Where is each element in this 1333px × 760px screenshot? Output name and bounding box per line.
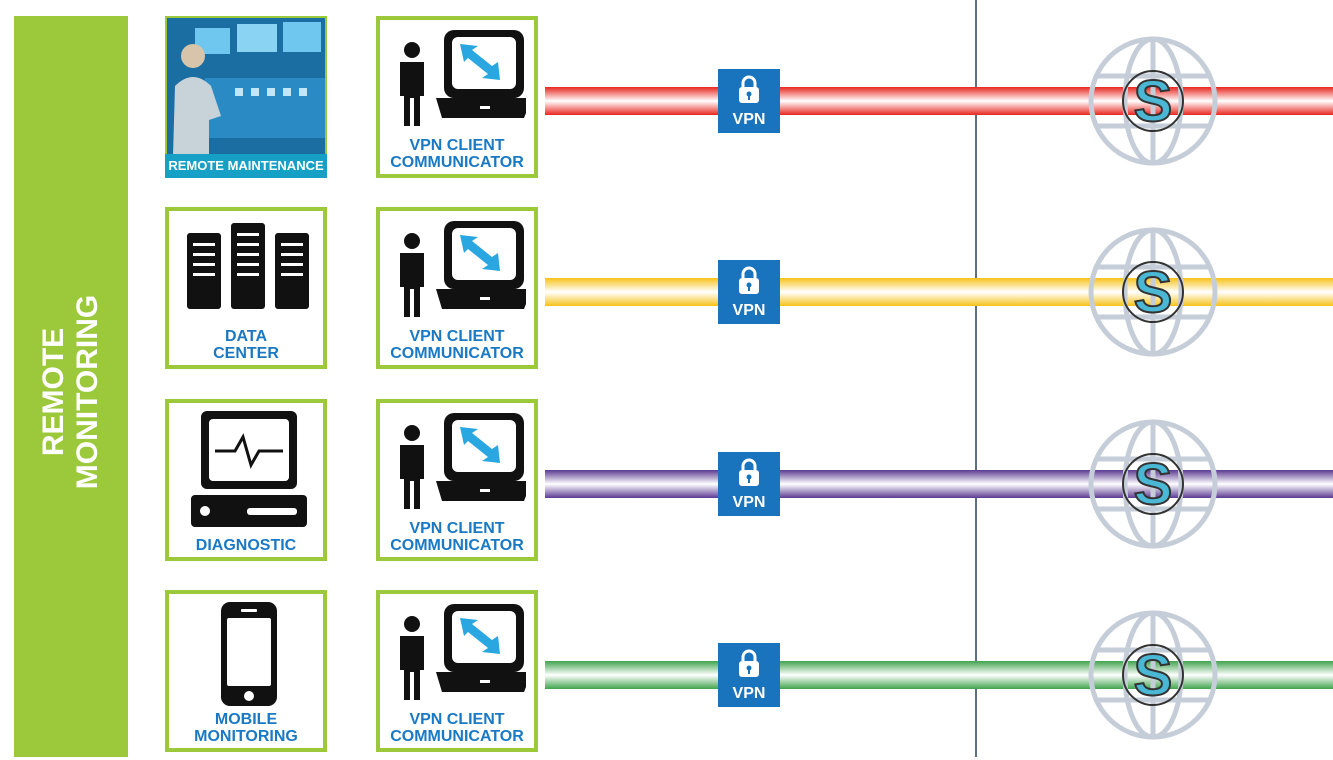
lock-icon xyxy=(738,649,760,679)
source-box: DIAGNOSTIC xyxy=(165,399,327,561)
vpn-client-icon xyxy=(396,26,526,136)
lock-icon xyxy=(738,458,760,488)
monitor-pulse-icon xyxy=(187,409,311,529)
source-label: DATA CENTER xyxy=(169,328,323,362)
vpn-label: VPN xyxy=(718,111,780,129)
svg-text:S: S xyxy=(1134,69,1173,134)
globe-icon: S xyxy=(1088,36,1218,166)
vpn-label: VPN xyxy=(718,685,780,703)
server-icon xyxy=(183,221,313,313)
client-label: VPN CLIENT COMMUNICATOR xyxy=(380,137,534,171)
vpn-badge: VPN xyxy=(718,452,780,516)
vpn-client-icon xyxy=(396,409,526,519)
vpn-client-box: VPN CLIENT COMMUNICATOR xyxy=(376,399,538,561)
vpn-badge: VPN xyxy=(718,69,780,133)
source-box: MOBILE MONITORING xyxy=(165,590,327,752)
smartphone-icon xyxy=(219,600,279,708)
client-label: VPN CLIENT COMMUNICATOR xyxy=(380,328,534,362)
lock-icon xyxy=(738,75,760,105)
client-label: VPN CLIENT COMMUNICATOR xyxy=(380,711,534,745)
svg-text:S: S xyxy=(1134,260,1173,325)
globe-icon: S xyxy=(1088,227,1218,357)
vpn-client-box: VPN CLIENT COMMUNICATOR xyxy=(376,590,538,752)
connection-row-1: REMOTE MAINTENANCE VPN CLIENT COMMUNICAT… xyxy=(0,16,1333,186)
vpn-badge: VPN xyxy=(718,643,780,707)
vpn-client-icon xyxy=(396,600,526,710)
source-label: REMOTE MAINTENANCE xyxy=(165,154,327,178)
source-label: DIAGNOSTIC xyxy=(169,537,323,554)
vpn-badge: VPN xyxy=(718,260,780,324)
vpn-client-icon xyxy=(396,217,526,327)
vpn-label: VPN xyxy=(718,494,780,512)
svg-text:S: S xyxy=(1134,643,1173,708)
connection-row-2: DATA CENTER VPN CLIENT COMMUNICATOR VPN xyxy=(0,207,1333,377)
source-label: MOBILE MONITORING xyxy=(169,711,323,745)
vpn-client-box: VPN CLIENT COMMUNICATOR xyxy=(376,16,538,178)
client-label: VPN CLIENT COMMUNICATOR xyxy=(380,520,534,554)
connection-row-4: MOBILE MONITORING VPN CLIENT COMMUNICATO… xyxy=(0,590,1333,760)
source-box: DATA CENTER xyxy=(165,207,327,369)
lock-icon xyxy=(738,266,760,296)
vpn-client-box: VPN CLIENT COMMUNICATOR xyxy=(376,207,538,369)
vpn-label: VPN xyxy=(718,302,780,320)
svg-text:S: S xyxy=(1134,452,1173,517)
source-box: REMOTE MAINTENANCE xyxy=(165,16,327,178)
connection-row-3: DIAGNOSTIC VPN CLIENT COMMUNICATOR VPN xyxy=(0,399,1333,569)
globe-icon: S xyxy=(1088,419,1218,549)
globe-icon: S xyxy=(1088,610,1218,740)
